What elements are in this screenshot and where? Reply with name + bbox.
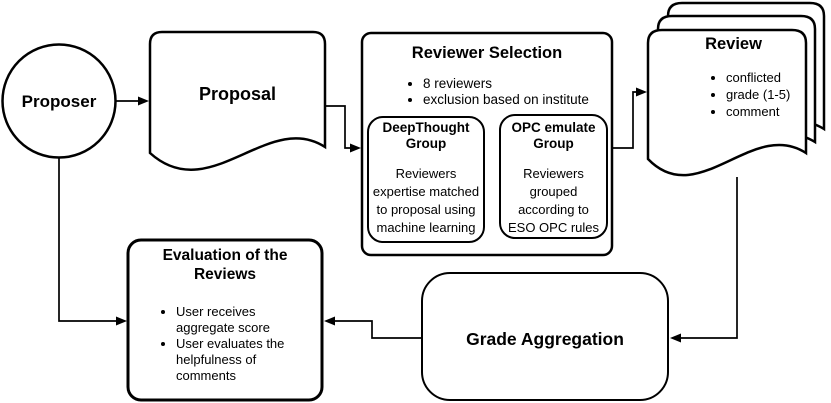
evaluation-title: Evaluation of the Reviews: [162, 247, 288, 283]
deepthought-group-body: Reviewers expertise matched to proposal …: [372, 166, 480, 235]
opc-emulate-group-title: OPC emulate Group: [511, 120, 596, 151]
evaluation-bullet-list: User receives aggregate score User evalu…: [152, 304, 302, 384]
proposer-label: Proposer: [21, 92, 97, 111]
reviewer-selection-bullet-list: 8 reviewers exclusion based on institute: [399, 76, 604, 107]
deepthought-group-node: [367, 116, 485, 243]
deepthought-group-title: DeepThought Group: [382, 120, 470, 151]
review-bullet: comment: [726, 103, 812, 120]
proposal-label: Proposal: [198, 84, 277, 104]
opc-emulate-group-node: [499, 114, 608, 239]
reviewer-selection-bullet: 8 reviewers: [423, 76, 604, 92]
arrow-review-to-grade-aggregation: [670, 177, 738, 343]
arrow-proposal-to-reviewer-selection: [325, 105, 361, 153]
reviewer-selection-title: Reviewer Selection: [411, 44, 563, 62]
arrow-reviewer-selection-to-review: [612, 87, 647, 149]
proposer-node: [1, 43, 117, 159]
proposal-node: [148, 30, 327, 171]
review-title: Review: [705, 35, 762, 53]
review-bullet-list: conflicted grade (1-5) comment: [702, 69, 812, 120]
arrow-proposer-to-proposal: [116, 96, 149, 106]
opc-emulate-group-body: Reviewers grouped according to ESO OPC r…: [507, 166, 600, 235]
review-bullet: grade (1-5): [726, 86, 812, 103]
evaluation-bullet: User receives aggregate score: [176, 304, 302, 336]
grade-aggregation-label: Grade Aggregation: [466, 329, 624, 349]
evaluation-node: [126, 238, 324, 402]
review-bullet: conflicted: [726, 69, 812, 86]
review-document-front: [646, 28, 808, 177]
arrow-proposer-to-evaluation: [58, 158, 127, 326]
grade-aggregation-node: [421, 272, 669, 401]
reviewer-selection-bullet: exclusion based on institute: [423, 92, 604, 108]
arrow-grade-aggregation-to-evaluation: [324, 316, 421, 339]
evaluation-bullet: User evaluates the helpfulness of commen…: [176, 336, 302, 384]
